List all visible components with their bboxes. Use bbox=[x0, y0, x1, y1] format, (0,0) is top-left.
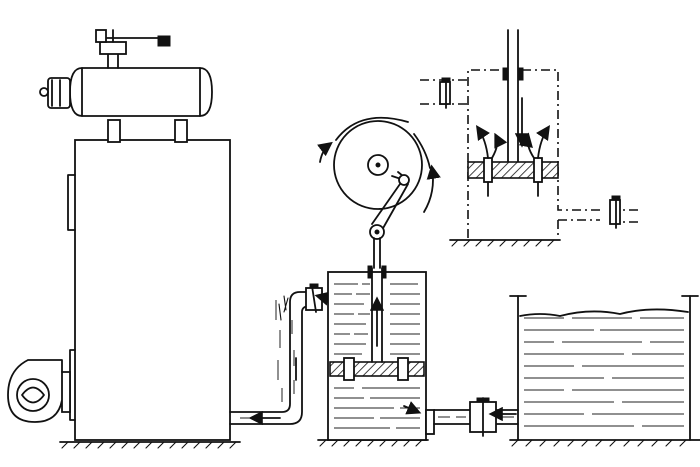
tank-water bbox=[524, 317, 684, 427]
boiler bbox=[39, 29, 241, 449]
blower-fan bbox=[7, 359, 71, 423]
rotation-arrow-left bbox=[317, 141, 333, 163]
water-tank bbox=[509, 295, 700, 447]
inset-piston bbox=[467, 161, 559, 179]
cylinder-water bbox=[334, 283, 420, 429]
pipe-outer bbox=[229, 291, 323, 413]
boiler-door bbox=[67, 174, 76, 231]
pump-cylinder bbox=[317, 265, 435, 447]
ground-hatch-tank bbox=[511, 439, 687, 447]
inset-valve-left bbox=[439, 77, 451, 109]
rotation-arrow-right bbox=[423, 164, 441, 213]
flow-arrow-inlet bbox=[403, 401, 422, 415]
flywheel bbox=[317, 116, 441, 269]
piston-valve-left bbox=[343, 357, 355, 381]
piston-detail-inset bbox=[420, 29, 640, 247]
pump-outlet-valve bbox=[305, 283, 323, 313]
inset-rod bbox=[507, 29, 519, 163]
cylinder-body bbox=[327, 271, 427, 441]
steam-drum bbox=[39, 67, 213, 117]
drum-support-right bbox=[174, 119, 188, 143]
tank-walls bbox=[517, 295, 691, 441]
inset-flow-left bbox=[476, 125, 490, 159]
tank-water-surface bbox=[519, 308, 689, 317]
inset-cylinder-outline bbox=[467, 69, 600, 238]
inset-valve-right bbox=[609, 195, 621, 229]
safety-valve bbox=[95, 29, 171, 69]
inset-flow-right bbox=[536, 125, 550, 159]
piston-rod bbox=[371, 267, 383, 363]
boiler-body bbox=[74, 139, 231, 441]
supply-pipe bbox=[433, 397, 519, 437]
valve-weight bbox=[157, 35, 171, 47]
connecting-rod bbox=[371, 183, 409, 231]
feed-pipe bbox=[229, 283, 335, 426]
pipe-inner bbox=[229, 305, 323, 425]
supply-check-valve bbox=[469, 397, 497, 437]
drum-support-left bbox=[107, 119, 121, 143]
valve-body bbox=[99, 41, 127, 55]
pipe-water bbox=[240, 300, 295, 419]
piston-valve-right bbox=[397, 357, 409, 381]
rotation-arc-top bbox=[335, 116, 409, 141]
ground-hatch-pump bbox=[319, 439, 423, 447]
ground-hatch-boiler bbox=[61, 441, 237, 449]
